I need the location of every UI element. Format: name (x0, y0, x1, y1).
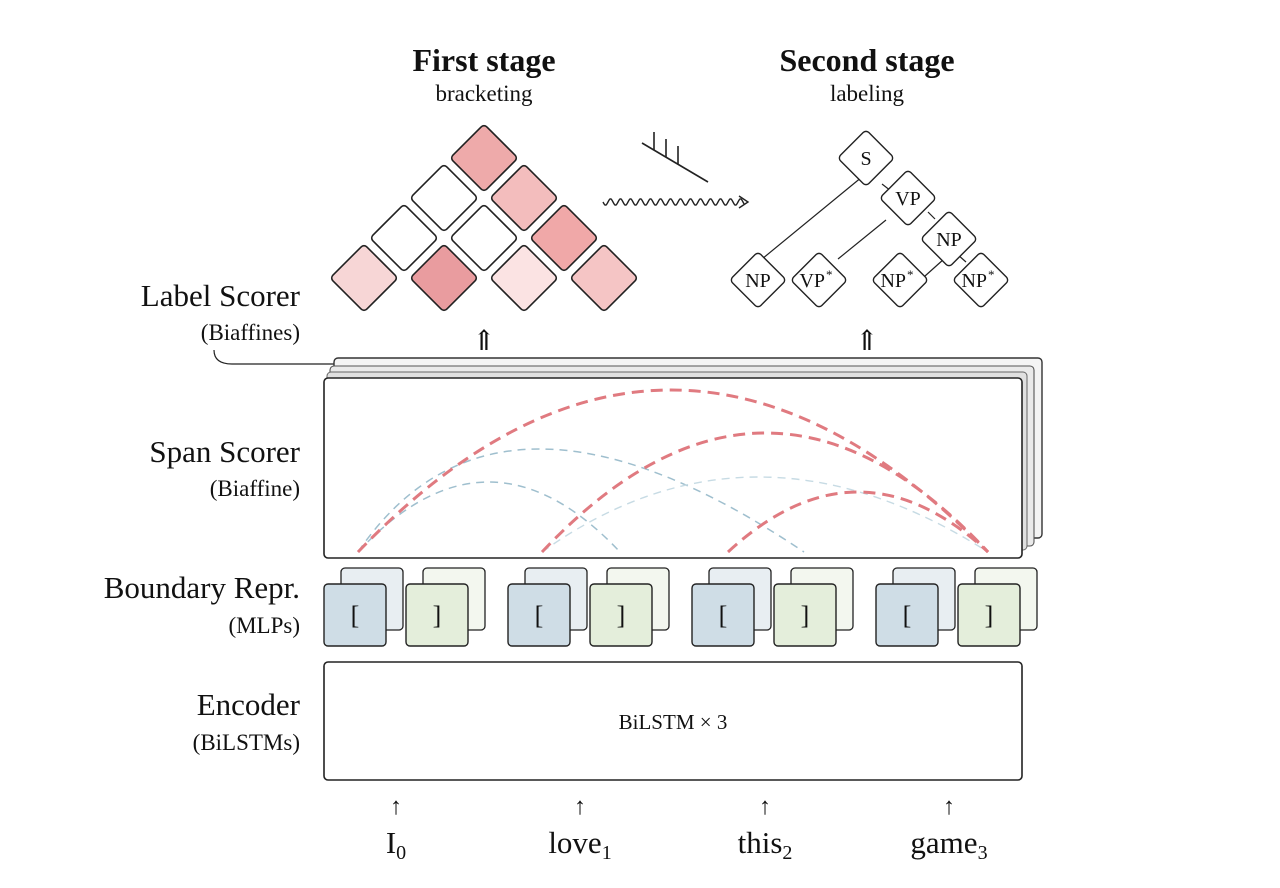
encoder-sub: (BiLSTMs) (193, 730, 300, 755)
span-arcs (356, 388, 990, 554)
tree-node-vp-label: VP (895, 188, 921, 210)
tree-edge (761, 171, 869, 260)
encoder-name: Encoder (197, 687, 301, 722)
chart-cell-2-3 (530, 204, 598, 272)
chart-cell-0-1 (370, 204, 438, 272)
first-stage-title: First stage (412, 42, 555, 78)
encoder-box-text: BiLSTM × 3 (619, 710, 728, 734)
span-arc-red (726, 490, 990, 554)
right-bracket-label: ] (985, 601, 994, 630)
input-arrow: ↑ (759, 794, 771, 820)
tree-edge (927, 211, 936, 220)
left-bracket-label: [ (351, 601, 360, 630)
chart-cell-3-3 (570, 244, 638, 312)
chart-cell-2-2 (490, 244, 558, 312)
labeled-tree: S VP NP NP VP* NP* NP* (730, 130, 1009, 308)
left-bracket-label: [ (535, 601, 544, 630)
boundary-left-box (507, 583, 571, 647)
chart-cell-0-3 (450, 124, 518, 192)
span-scorer-name: Span Scorer (149, 434, 300, 469)
tree-node-s-label: S (860, 148, 871, 170)
tree-node-s (838, 130, 894, 186)
right-bracket-label: ] (617, 601, 626, 630)
chart-cell-0-2 (410, 164, 478, 232)
tree-node-np-inner-label: NP (936, 229, 962, 251)
tree-node-np-leaf0 (730, 252, 786, 308)
span-arc-red (540, 431, 990, 554)
tree-node-np-star-b-label: NP* (961, 267, 994, 292)
span-arc-red (356, 388, 990, 554)
boundary-repr-name: Boundary Repr. (104, 570, 300, 605)
second-stage-double-arrow: ⇑ (855, 326, 878, 357)
left-bracket-label: [ (719, 601, 728, 630)
boundary-repr-sub: (MLPs) (228, 613, 300, 638)
first-stage-double-arrow: ⇑ (472, 326, 495, 357)
bracketing-chart (330, 124, 638, 312)
right-bracket-label: ] (433, 601, 442, 630)
tree-node-vp-star-label: VP* (799, 267, 832, 292)
tree-node-np-star-b (953, 252, 1009, 308)
label-scorer-name: Label Scorer (141, 278, 301, 313)
tree-edge (924, 258, 945, 277)
right-bracket-label: ] (801, 601, 810, 630)
span-scorer-sub: (Biaffine) (210, 476, 300, 501)
transition-wavy-arrow (602, 195, 750, 209)
boundary-right-box (957, 583, 1021, 647)
token-3: game3 (910, 825, 987, 864)
second-stage-subtitle: labeling (830, 81, 905, 106)
tree-node-np-leaf0-label: NP (745, 270, 771, 292)
tree-node-np-inner (921, 211, 977, 267)
left-bracket-label: [ (903, 601, 912, 630)
span-arc-blue (357, 448, 805, 553)
boundary-left-box (691, 583, 755, 647)
boundary-right-box (405, 583, 469, 647)
encoder-box (323, 661, 1023, 781)
tree-node-np-star-a-label: NP* (880, 267, 913, 292)
second-stage-title: Second stage (779, 42, 954, 78)
boundary-right-box (589, 583, 653, 647)
boundary-left-box (323, 583, 387, 647)
tree-node-np-star-a (872, 252, 928, 308)
tree-shape-icon (641, 132, 709, 183)
input-arrow: ↑ (943, 794, 955, 820)
token-2: this2 (738, 825, 793, 864)
span-scorer-box (323, 357, 1043, 559)
input-arrow: ↑ (574, 794, 586, 820)
label-scorer-sub: (Biaffines) (201, 320, 300, 345)
tree-edge (837, 219, 887, 260)
boundary-representations: [ ] [ ] [ ] [ ] (323, 567, 1038, 647)
token-0: I0 (386, 825, 406, 864)
label-scorer-leader-line (213, 349, 334, 365)
boundary-left-box (875, 583, 939, 647)
first-stage-subtitle: bracketing (435, 81, 533, 106)
token-1: love1 (548, 825, 611, 864)
chart-cell-0-0 (330, 244, 398, 312)
chart-cell-1-3 (490, 164, 558, 232)
tree-node-vp-star (791, 252, 847, 308)
chart-cell-1-1 (410, 244, 478, 312)
boundary-right-box (773, 583, 837, 647)
tree-node-vp (880, 170, 936, 226)
input-arrow: ↑ (390, 794, 402, 820)
chart-cell-1-2 (450, 204, 518, 272)
